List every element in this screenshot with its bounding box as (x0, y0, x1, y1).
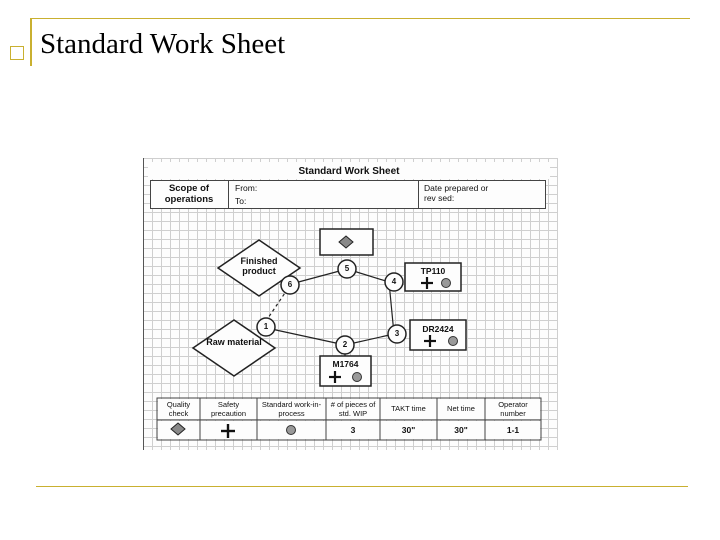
step-label-5: 5 (344, 264, 350, 273)
machine-label-tp110: TP110 (420, 266, 446, 276)
diamond-icon (338, 235, 354, 249)
sheet-title: Standard Work Sheet (298, 166, 400, 177)
top-rule (30, 18, 690, 19)
corner-box-ornament (10, 46, 24, 60)
circle-icon (352, 372, 362, 382)
finished-product-diamond (216, 239, 302, 297)
circle-icon (448, 336, 458, 346)
step-circle-4 (384, 272, 404, 292)
finished-product-label: Finished product (240, 256, 278, 276)
footer-header-net-time: Net time (447, 404, 475, 413)
date-label: Date prepared or rev sed: (424, 183, 489, 203)
footer-header-standard-wip: Standard work-in-process (261, 400, 322, 418)
step-label-6: 6 (287, 280, 293, 289)
step-label-1: 1 (263, 322, 269, 331)
raw-material-diamond (191, 319, 277, 377)
slide-title: Standard Work Sheet (40, 28, 286, 60)
footer-value-net-time: 30" (454, 425, 468, 435)
header-divider (418, 180, 419, 209)
header-divider (228, 180, 229, 209)
step-label-4: 4 (391, 277, 397, 286)
machine-box-dr2424 (409, 319, 467, 351)
machine-label-dr2424: DR2424 (422, 324, 454, 334)
left-accent-rule (30, 18, 32, 66)
circle-icon (441, 278, 451, 288)
footer-header-wip-pieces: # of pieces of std. WIP (330, 400, 376, 418)
footer-header-safety-precaution: Safety precaution (210, 400, 247, 418)
footer-value-takt-time: 30" (401, 425, 416, 435)
sheet-header (150, 180, 546, 209)
step-circle-5 (337, 259, 357, 279)
step-circle-2 (335, 335, 355, 355)
step-label-2: 2 (342, 340, 348, 349)
step-circle-6 (280, 275, 300, 295)
footer-header-takt-time: TAKT time (391, 404, 426, 413)
step-circle-1 (256, 317, 276, 337)
machine-box-tp110 (404, 262, 462, 292)
step-circle-3 (387, 324, 407, 344)
diamond-icon (170, 422, 186, 436)
machine-box-m1764 (319, 355, 372, 387)
flow-line (261, 326, 346, 346)
circle-icon (286, 425, 296, 435)
machine-label-m1764: M1764 (332, 359, 359, 369)
footer-table (156, 397, 542, 441)
footer-value-operator-number: 1-1 (506, 425, 520, 435)
raw-material-label: Raw material (206, 337, 262, 347)
step-label-3: 3 (394, 329, 400, 338)
footer-header-quality-check: Quality check (166, 400, 191, 418)
footer-header-operator-number: Operator number (498, 400, 528, 418)
from-label: From: (235, 183, 258, 193)
to-label: To: (235, 196, 247, 206)
footer-value-wip-pieces: 3 (350, 425, 356, 435)
sheet-title-band (148, 162, 550, 179)
scope-label: Scope of operations (164, 183, 214, 205)
bottom-rule (36, 486, 688, 487)
